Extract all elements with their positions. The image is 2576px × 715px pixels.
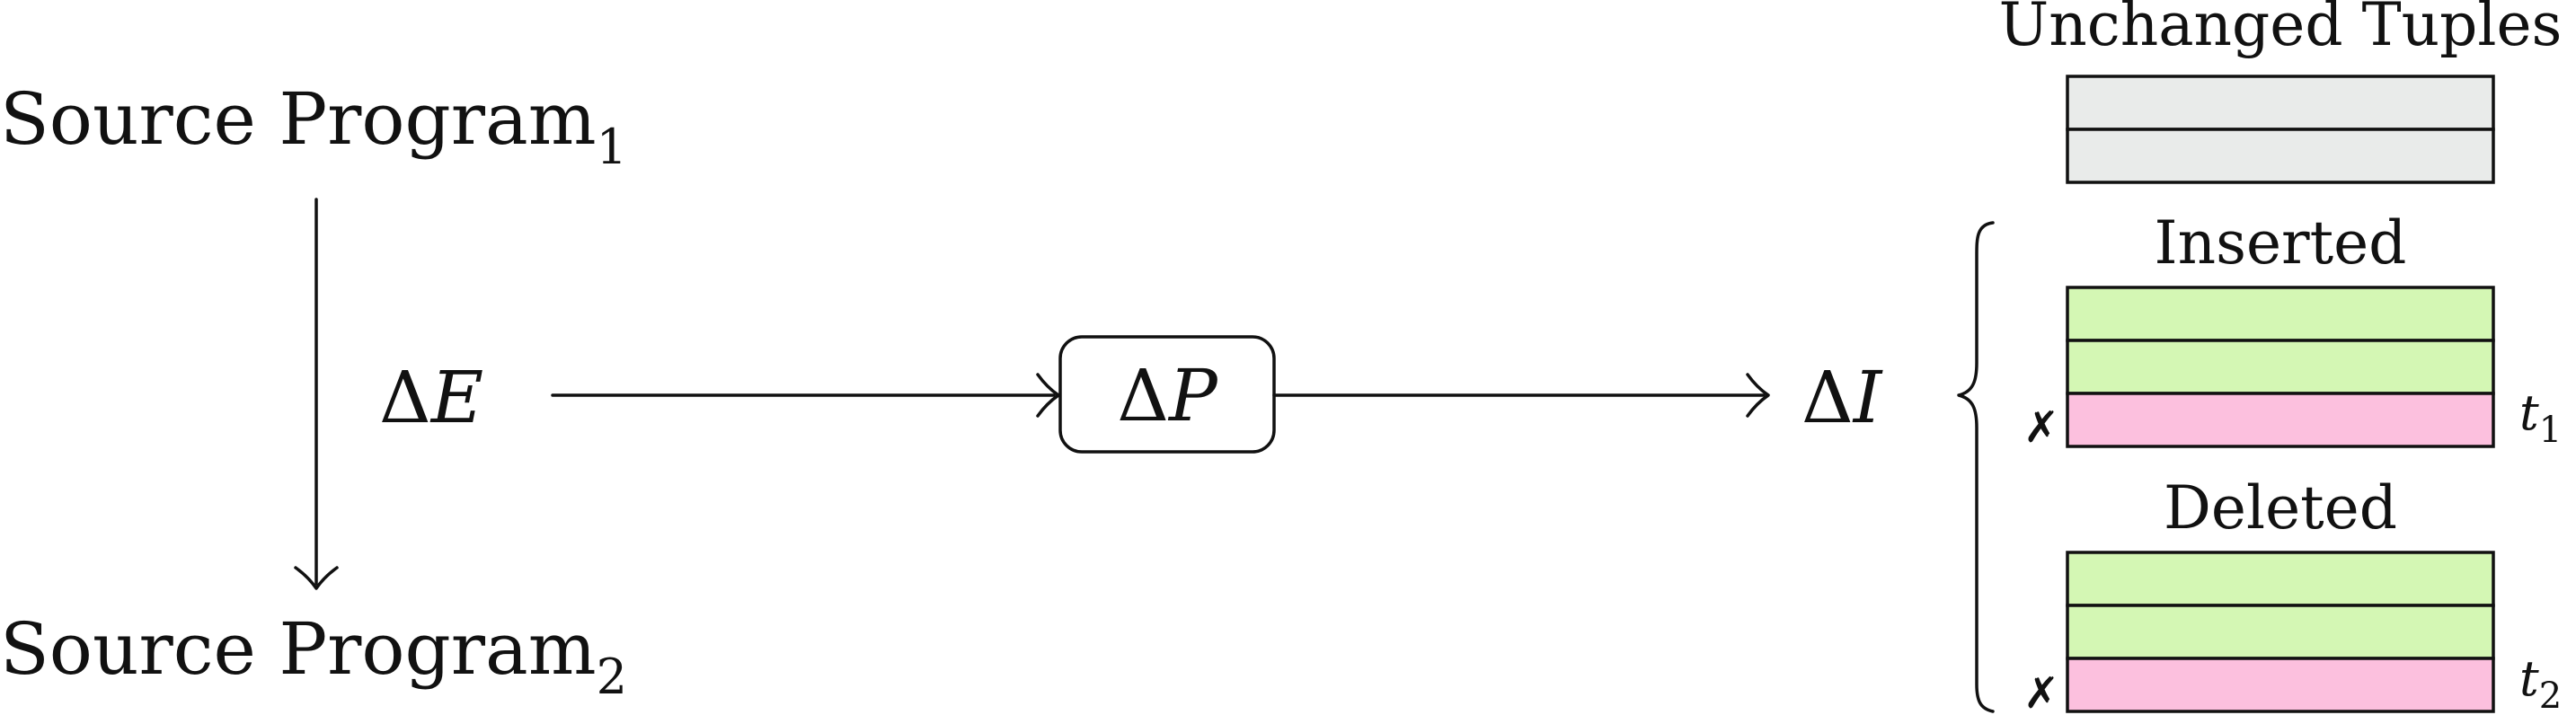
- source-program-1-label: Source Program1: [0, 77, 627, 175]
- deleted-row-3: [2066, 657, 2495, 713]
- deleted-cross-mark: ✗: [2023, 668, 2059, 715]
- inserted-tuples-table: [2066, 286, 2495, 448]
- deleted-label: Deleted: [2164, 473, 2397, 543]
- inserted-tuple-label: t1: [2519, 384, 2562, 451]
- inserted-row-2: [2066, 339, 2495, 395]
- deleted-tuples-table: [2066, 551, 2495, 713]
- delta-p-node: ΔP: [1058, 335, 1276, 454]
- unchanged-row-2: [2066, 128, 2495, 184]
- unchanged-row-1: [2066, 75, 2495, 131]
- inserted-cross-mark: ✗: [2023, 402, 2059, 453]
- source-program-2-label: Source Program2: [0, 607, 627, 705]
- delta-e-label: ΔE: [379, 356, 483, 439]
- deleted-row-1: [2066, 551, 2495, 607]
- unchanged-tuples-label: Unchanged Tuples: [1999, 0, 2563, 59]
- delta-p-to-delta-i-arrow: [1272, 373, 1770, 418]
- inserted-row-1: [2066, 286, 2495, 342]
- inserted-label: Inserted: [2155, 208, 2407, 278]
- delta-p-label: ΔP: [1117, 354, 1218, 437]
- deleted-tuple-label: t2: [2519, 650, 2562, 715]
- unchanged-tuples-table: [2066, 75, 2495, 184]
- delta-i-label: ΔI: [1801, 356, 1883, 439]
- deleted-row-2: [2066, 604, 2495, 660]
- delta-e-to-delta-p-arrow: [551, 373, 1060, 418]
- inserted-row-3: [2066, 392, 2495, 448]
- delta-i-brace: [1957, 221, 1995, 713]
- program-evolution-arrow: [294, 198, 339, 590]
